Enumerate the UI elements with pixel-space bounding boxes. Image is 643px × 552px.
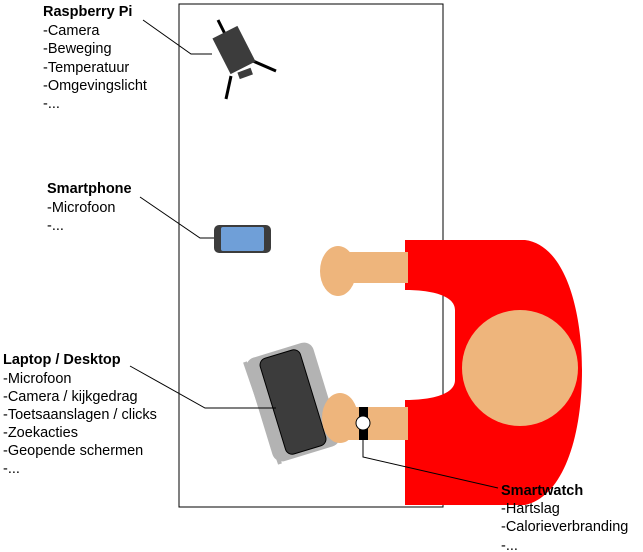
laptop-item: -Microfoon <box>3 371 72 387</box>
smartphone-device <box>214 225 271 253</box>
raspberry-pi-item: -Temperatuur <box>43 60 129 76</box>
laptop-item: -Toetsaanslagen / clicks <box>3 407 157 423</box>
raspberry-pi-device <box>212 19 277 100</box>
raspberry-pi-title: Raspberry Pi <box>43 4 132 20</box>
laptop-leader <box>129 365 276 409</box>
laptop-title: Laptop / Desktop <box>3 352 121 368</box>
laptop-item: -Geopende schermen <box>3 443 143 459</box>
head <box>462 310 578 426</box>
raspberry-pi-item: -... <box>43 96 60 112</box>
smartwatch-item: -Hartslag <box>501 501 560 517</box>
person-lower-arm <box>322 393 408 443</box>
laptop-item: -Zoekacties <box>3 425 78 441</box>
upper-hand <box>320 246 356 296</box>
laptop-item: -Camera / kijkgedrag <box>3 389 138 405</box>
smartphone-item: -... <box>47 218 64 234</box>
smartwatch-item: -... <box>501 538 518 552</box>
smartphone-item: -Microfoon <box>47 200 116 216</box>
smartphone-title: Smartphone <box>47 181 132 197</box>
smartwatch-item: -Calorieverbranding <box>501 519 628 535</box>
raspberry-pi-item: -Beweging <box>43 41 112 57</box>
smartphone-leader <box>139 196 214 239</box>
person <box>320 240 582 505</box>
raspberry-pi-leader <box>142 19 212 55</box>
laptop-item: -... <box>3 461 20 477</box>
raspberry-pi-item: -Omgevingslicht <box>43 78 147 94</box>
smartwatch-leader <box>362 430 499 489</box>
smartwatch-title: Smartwatch <box>501 483 583 499</box>
raspberry-pi-item: -Camera <box>43 23 100 39</box>
